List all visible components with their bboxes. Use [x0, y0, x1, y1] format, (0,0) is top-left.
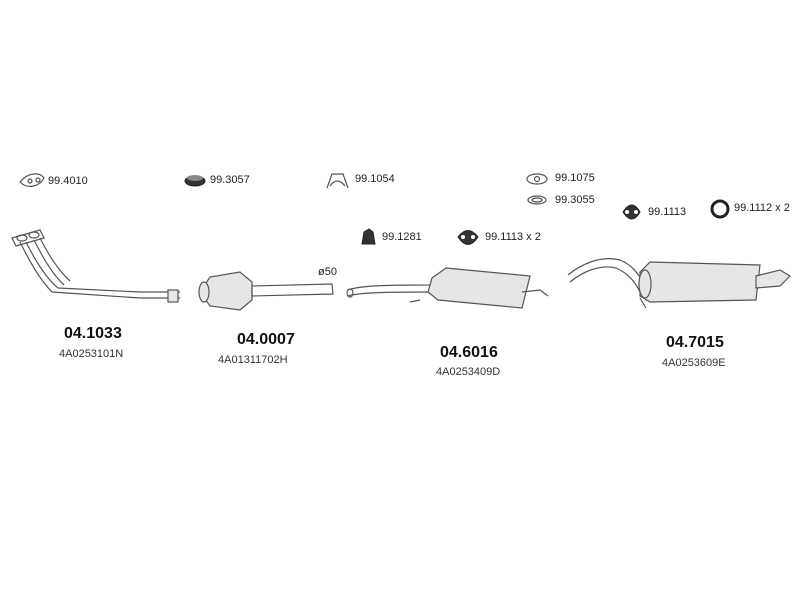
part-code-rear-muffler: 04.7015 [666, 334, 724, 351]
ring-clamp-icon [184, 175, 206, 187]
part-ref-rear-muffler: 4A0253609E [662, 357, 726, 369]
diameter-label: ø50 [318, 266, 337, 278]
catalyst-drawing [198, 271, 334, 311]
accessory-label-99-1075: 99.1075 [555, 172, 595, 184]
accessory-label-99-1113: 99.1113 [648, 206, 687, 218]
seal-ring-icon [527, 195, 547, 205]
accessory-label-99-4010: 99.4010 [48, 175, 88, 187]
rubber-ring-icon [710, 199, 730, 219]
u-bolt-clamp-icon [326, 173, 349, 189]
accessory-label-99-1054: 99.1054 [355, 173, 395, 185]
part-code-front-pipe: 04.1033 [64, 325, 122, 342]
part-code-middle-muffler: 04.6016 [440, 344, 498, 361]
part-code-catalyst: 04.0007 [237, 331, 295, 348]
accessory-label-99-3055: 99.3055 [555, 194, 595, 206]
part-ref-middle-muffler: 4A0253409D [436, 366, 501, 378]
accessory-label-99-3057: 99.3057 [210, 174, 250, 186]
part-ref-front-pipe: 4A0253101N [59, 348, 124, 360]
rubber-hanger-icon [622, 204, 641, 220]
part-ref-catalyst: 4A01311702H [218, 354, 288, 366]
rubber-mount-icon [457, 230, 479, 245]
rear-muffler-drawing [567, 258, 791, 309]
bump-stop-icon [361, 228, 376, 245]
front-pipe-drawing [11, 229, 180, 303]
gasket-icon [19, 173, 45, 187]
accessory-label-99-1113-x2: 99.1113 x 2 [485, 231, 541, 243]
middle-muffler-drawing [346, 267, 549, 309]
accessory-label-99-1281: 99.1281 [382, 231, 422, 243]
accessory-label-99-1112: 99.1112 x 2 [734, 202, 790, 214]
flange-gasket-icon [526, 173, 548, 185]
